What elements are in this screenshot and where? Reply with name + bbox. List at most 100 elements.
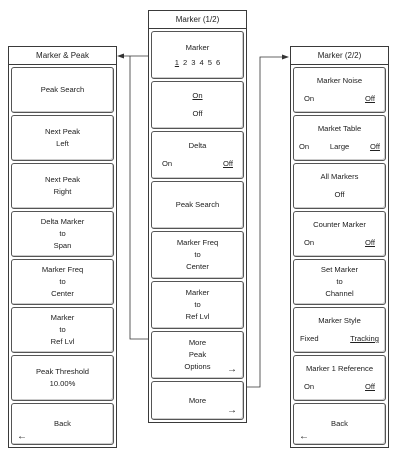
marker-style-toggle[interactable]: Marker Style Fixed Tracking <box>293 307 386 353</box>
on-option: On <box>304 382 315 391</box>
key-label: to <box>59 277 66 286</box>
set-marker-to-channel-button[interactable]: Set Marker to Channel <box>293 259 386 305</box>
key-label: Next Peak <box>44 127 81 136</box>
key-label: to <box>336 277 343 286</box>
connector-more-to-right <box>244 56 282 388</box>
key-label: Peak <box>188 350 207 359</box>
key-label: Marker <box>185 42 210 52</box>
arrow-right-icon: → <box>227 405 237 416</box>
key-label: Peak Search <box>175 200 220 209</box>
marker-noise-options: On Off <box>294 93 385 105</box>
left-menu-title: Marker & Peak <box>9 47 116 65</box>
key-label: Delta <box>188 141 207 150</box>
on-option: On <box>304 94 315 103</box>
key-label: to <box>194 300 201 309</box>
key-label: Delta Marker <box>40 217 85 226</box>
marker-number: 4 <box>199 57 204 67</box>
delta-options: On Off <box>152 158 243 170</box>
marker-freq-to-center-button[interactable]: Marker Freq to Center <box>151 231 244 279</box>
key-label: All Markers <box>320 172 359 181</box>
marker-freq-to-center-button[interactable]: Marker Freq to Center <box>11 259 114 305</box>
marker-number: 2 <box>183 57 188 67</box>
marker1-reference-options: On Off <box>294 381 385 393</box>
key-label: Options <box>184 362 211 371</box>
key-label: Market Table <box>317 124 362 133</box>
delta-marker-to-span-button[interactable]: Delta Marker to Span <box>11 211 114 257</box>
arrow-to-right-menu-icon <box>282 54 289 60</box>
marker-number: 5 <box>207 57 212 67</box>
connector-peak-options <box>129 56 148 340</box>
peak-threshold-button[interactable]: Peak Threshold 10.00% <box>11 355 114 401</box>
key-label: Marker Freq <box>41 265 84 274</box>
key-label: Ref Lvl <box>185 312 210 321</box>
peak-threshold-value: 10.00% <box>49 379 76 388</box>
counter-marker-options: On Off <box>294 237 385 249</box>
off-option-selected: Off <box>369 142 380 151</box>
marker-to-ref-lvl-button[interactable]: Marker to Ref Lvl <box>11 307 114 353</box>
marker-style-options: Fixed Tracking <box>294 333 385 345</box>
marker-on-off-toggle[interactable]: On Off <box>151 81 244 129</box>
marker-table-toggle[interactable]: Market Table On Large Off <box>293 115 386 161</box>
arrow-to-left-menu-icon <box>117 53 124 59</box>
counter-marker-toggle[interactable]: Counter Marker On Off <box>293 211 386 257</box>
off-option-selected: Off <box>365 94 375 103</box>
arrow-right-icon: → <box>227 364 237 375</box>
peak-search-button[interactable]: Peak Search <box>151 181 244 229</box>
all-markers-button[interactable]: All Markers Off <box>293 163 386 209</box>
large-option: Large <box>329 142 350 151</box>
key-label: Marker Freq <box>176 238 219 247</box>
back-button[interactable]: Back ← <box>11 403 114 445</box>
key-label: Center <box>186 262 209 271</box>
marker1-reference-toggle[interactable]: Marker 1 Reference On Off <box>293 355 386 401</box>
marker-select-button[interactable]: Marker 1 2 3 4 5 6 <box>151 31 244 79</box>
key-label: Span <box>53 241 72 250</box>
key-label: Back <box>54 419 71 428</box>
peak-search-button[interactable]: Peak Search <box>11 67 114 113</box>
fixed-option: Fixed <box>300 334 319 343</box>
more-peak-options-button[interactable]: More Peak Options → <box>151 331 244 379</box>
delta-toggle[interactable]: Delta On Off <box>151 131 244 179</box>
on-option: On <box>299 142 310 151</box>
on-option-selected: On <box>192 91 203 100</box>
off-option-selected: Off <box>365 238 375 247</box>
right-menu: Marker (2/2) Marker Noise On Off Market … <box>290 46 389 448</box>
key-label: Marker <box>185 288 210 297</box>
right-menu-title: Marker (2/2) <box>291 47 388 65</box>
off-option-selected: Off <box>223 159 233 168</box>
arrow-left-icon: ← <box>299 431 309 442</box>
marker-number: 3 <box>191 57 196 67</box>
off-option-selected: Off <box>365 382 375 391</box>
marker-noise-toggle[interactable]: Marker Noise On Off <box>293 67 386 113</box>
left-menu: Marker & Peak Peak Search Next Peak Left… <box>8 46 117 448</box>
next-peak-left-button[interactable]: Next Peak Left <box>11 115 114 161</box>
key-label: Next Peak <box>44 175 81 184</box>
all-markers-value: Off <box>334 190 345 199</box>
marker-number: 6 <box>215 57 221 67</box>
tracking-option-selected: Tracking <box>350 334 379 343</box>
marker-number-row: 1 2 3 4 5 6 <box>175 57 220 69</box>
key-label: Right <box>53 187 72 196</box>
key-label: More <box>188 395 207 405</box>
next-peak-right-button[interactable]: Next Peak Right <box>11 163 114 209</box>
center-menu-title: Marker (1/2) <box>149 11 246 29</box>
key-label: Set Marker <box>320 265 359 274</box>
marker-table-options: On Large Off <box>294 141 385 153</box>
key-label: Back <box>331 419 348 428</box>
key-label: to <box>194 250 201 259</box>
arrow-left-icon: ← <box>17 431 27 442</box>
on-option: On <box>162 159 173 168</box>
on-option: On <box>304 238 315 247</box>
marker-to-ref-lvl-button[interactable]: Marker to Ref Lvl <box>151 281 244 329</box>
key-label: Left <box>56 139 69 148</box>
key-label: More <box>188 338 207 347</box>
marker-number-selected: 1 <box>174 57 180 67</box>
center-menu: Marker (1/2) Marker 1 2 3 4 5 6 On Off D… <box>148 10 247 423</box>
key-label: Channel <box>325 289 354 298</box>
key-label: Peak Search <box>40 85 85 94</box>
key-label: Counter Marker <box>313 220 366 229</box>
key-label: Marker <box>50 313 75 322</box>
key-label: Marker 1 Reference <box>305 364 374 373</box>
more-button[interactable]: More → <box>151 381 244 420</box>
back-button[interactable]: Back ← <box>293 403 386 445</box>
